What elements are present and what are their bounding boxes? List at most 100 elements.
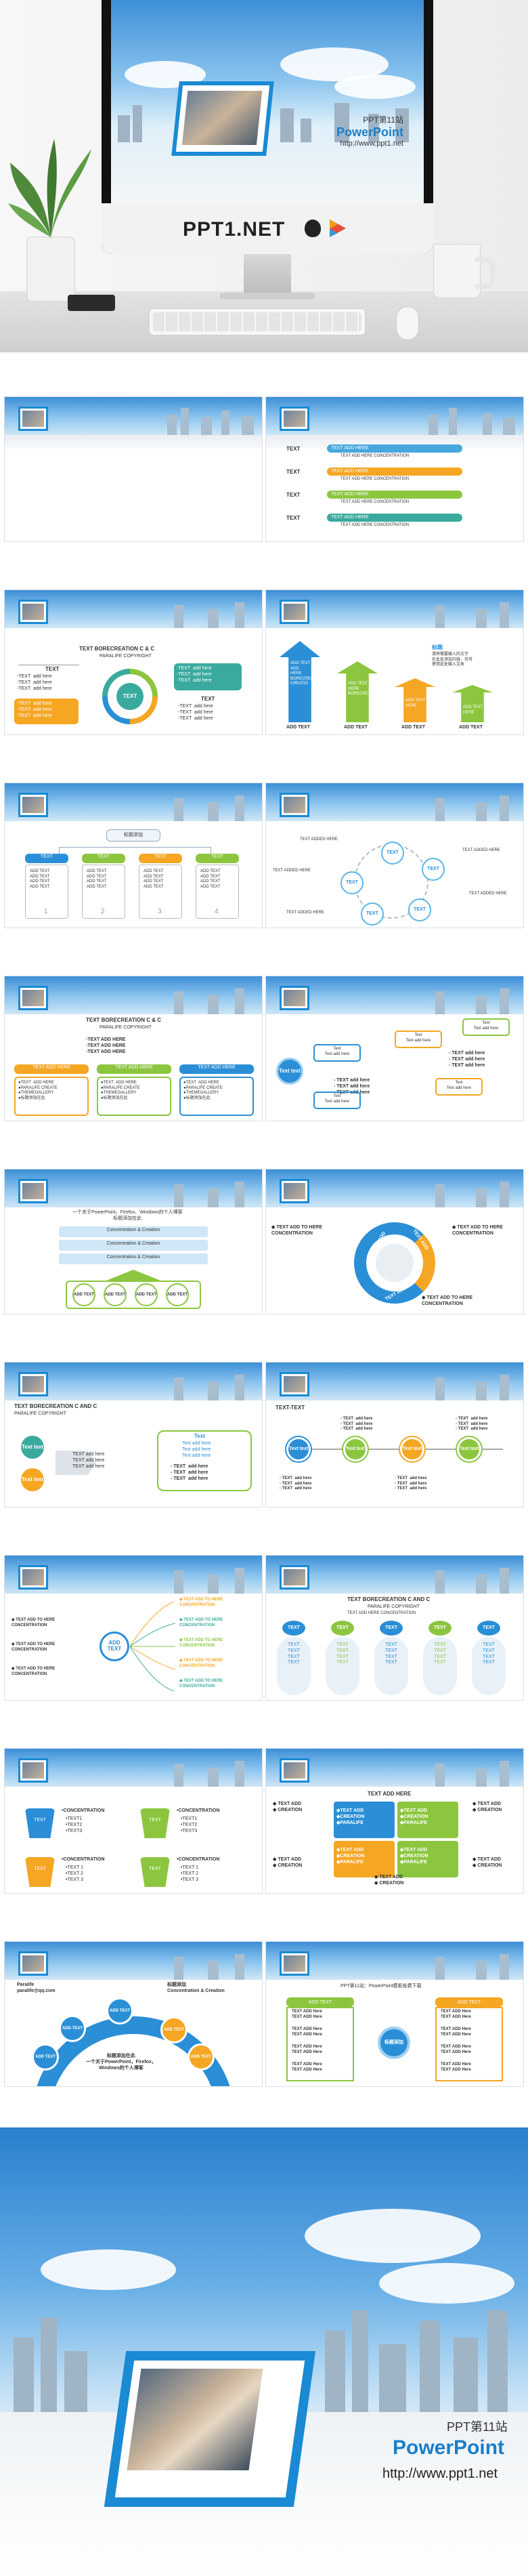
slide-14[interactable]: TEXT BORECREATION C AND C PARALIFE COPYR… (265, 1555, 524, 1701)
slide5-col-items: ADD TEXT ADD TEXT ADD TEXT ADD TEXT (82, 865, 125, 919)
slide-17[interactable]: Paralife paralife@qq.com 标题添加 Concentrat… (4, 1941, 263, 2087)
slide3-center: TEXT (116, 683, 144, 710)
slide14-col-head: TEXT (380, 1621, 403, 1636)
slide11-box-title: Text (194, 1433, 205, 1439)
slide-10[interactable]: TEXT ADD TEXT ADD TEXT ADD ◆ TEXT ADD TO… (265, 1169, 524, 1314)
slide18-right-row: TEXT ADD Here TEXT ADD Here (441, 2045, 471, 2054)
slide12-title: TEXT-TEXT (276, 1405, 305, 1411)
slide15-label: •CONCENTRATION (62, 1857, 105, 1862)
slide14-col-text: TEXT TEXT TEXT TEXT (423, 1637, 457, 1695)
slide15-label: •CONCENTRATION (177, 1857, 220, 1862)
slide14-col-text: TEXT TEXT TEXT TEXT (277, 1637, 311, 1695)
slide6-label: TEXT ADDED HERE (462, 848, 500, 852)
slide10-bottom: ◆ TEXT ADD TO HERE CONCENTRATION (422, 1295, 473, 1306)
slide15-cup: TEXT (25, 1857, 55, 1887)
slide7-col-lines: ●TEXT ADD HERE ●PARALIFE CREATE ●THEMEGA… (14, 1077, 89, 1116)
slide12-lines-bot-2: - TEXT add here - TEXT add here - TEXT a… (395, 1476, 427, 1491)
slide-18[interactable]: PPT第11站：PowerPoint模板免费下载 ADD TEXT ADD TE… (265, 1941, 524, 2087)
slide2-row-pill: TEXT ADD HERE (327, 514, 462, 522)
slide17-node: ADD TEXT (59, 2015, 86, 2042)
slide6-node: TEXT (361, 902, 384, 926)
slide-5[interactable]: 标题添加 TEXT ADD TEXT ADD TEXT ADD TEXT ADD … (4, 783, 263, 928)
photo-card (171, 81, 274, 156)
slide5-col-items: ADD TEXT ADD TEXT ADD TEXT ADD TEXT (196, 865, 239, 919)
finale-slide (0, 2127, 528, 2576)
slide5-col-head: TEXT (196, 854, 239, 863)
slide9-circle: ADD TEXT (135, 1283, 158, 1306)
slide17-node: ADD TEXT (188, 2043, 215, 2071)
slide7-col-head: TEXT ADD HERE (14, 1064, 89, 1074)
slide3-subtitle: PARALIFE COPYRIGHT (100, 654, 152, 659)
slide17-center: 标题添加在此 一个关于PowerPoint，Firefox， Windows的个… (86, 2054, 156, 2071)
slide16-cell: ◆TEXT ADD ◆CREATION ◆PARALIFE (334, 1841, 395, 1877)
slide-13[interactable]: ADD TEXT ◆ TEXT ADD TO HERE CONCENTRATIO… (4, 1555, 263, 1701)
slide8-box: Text Text add here (435, 1078, 483, 1096)
slide15-label: •CONCENTRATION (62, 1808, 105, 1813)
slide13-left-item: ◆ TEXT ADD TO HERE CONCENTRATION (12, 1642, 56, 1652)
slide13-right-item: ◆ TEXT ADD TO HERE CONCENTRATION (179, 1679, 223, 1688)
slide2-row-pill: TEXT ADD HERE (327, 491, 462, 499)
slide8-box: Text Text add here (313, 1044, 361, 1062)
monitor: PPT第11站 PowerPoint http://www.ppt1.net P… (102, 0, 433, 299)
slide13-center: ADD TEXT (100, 1632, 129, 1661)
slide17-node: ADD TEXT (106, 1997, 133, 2024)
slide14-subtitle: PARALIFE COPYRIGHT (368, 1604, 420, 1609)
slide8-box: Text Text add here (395, 1031, 442, 1048)
slide12-lines-top-2: - TEXT add here - TEXT add here - TEXT a… (456, 1417, 488, 1431)
slide6-label: TEXT ADDED HERE (273, 869, 311, 873)
slide18-left-row: TEXT ADD Here TEXT ADD Here (292, 2062, 322, 2072)
slide14-col-head: TEXT (428, 1621, 452, 1636)
slide-3[interactable]: TEXT BORECREATION C & C PARALIFE COPYRIG… (4, 589, 263, 735)
slide6-label: TEXT ADDED HERE (469, 892, 507, 896)
slide-4[interactable]: 标题 请将需要输入的文字 在此处添加内容，也可 使用此处输入文本 ADD TEX… (265, 589, 524, 735)
slide11-list: - TEXT add here - TEXT add here - TEXT a… (171, 1464, 208, 1481)
slide8-box: Text Text add here (462, 1018, 510, 1036)
slide-1[interactable] (4, 396, 263, 542)
slide7-col-lines: ●TEXT ADD HERE ●PARALIFE CREATE ●THEMEGA… (97, 1077, 171, 1116)
slide16-side-3: ◆ TEXT ADD ◆ CREATION (273, 1857, 303, 1868)
slide15-cup: TEXT (25, 1808, 55, 1838)
slide5-col-items: ADD TEXT ADD TEXT ADD TEXT ADD TEXT (139, 865, 182, 919)
slide5-root: 标题添加 (106, 829, 160, 842)
slide18-header: PPT第11站：PowerPoint模板免费下载 (340, 1984, 422, 1989)
slide13-right-item: ◆ TEXT ADD TO HERE CONCENTRATION (179, 1659, 223, 1668)
slide7-col-head: TEXT ADD HERE (97, 1064, 171, 1074)
slide9-layer: Concentration & Creation (59, 1226, 208, 1237)
slide9-layer: Concentration & Creation (59, 1253, 208, 1264)
slide2-row-pill: TEXT ADD HERE (327, 468, 462, 476)
slide-8[interactable]: Text text - TEXT add here - TEXT add her… (265, 976, 524, 1121)
slide7-top-lines: -TEXT ADD HERE -TEXT ADD HERE -TEXT ADD … (86, 1037, 126, 1054)
screen-label: PPT第11站 PowerPoint http://www.ppt1.net (336, 114, 403, 148)
slide16-side-1: ◆ TEXT ADD ◆ CREATION (273, 1802, 303, 1812)
slide15-lines: •TEXT1 •TEXT2 •TEXT3 (66, 1816, 83, 1833)
slide-7[interactable]: TEXT BORECREATION C & C PARALIFE COPYRIG… (4, 976, 263, 1121)
slide6-label: TEXT ADDED HERE (286, 911, 324, 915)
slide9-caption: 一个关于PowerPoint、Firefox、Windows的个人博客 标题添加… (72, 1210, 183, 1221)
slide14-col-text: TEXT TEXT TEXT TEXT (326, 1637, 359, 1695)
mouse (396, 306, 419, 340)
slide11-subtitle: PARALIFE COPYRIGHT (14, 1411, 66, 1416)
slide15-lines: •TEXT 1 •TEXT 2 •TEXT 3 (66, 1865, 84, 1882)
slide5-col-num: 4 (215, 908, 219, 915)
slide18-right-row: TEXT ADD Here TEXT ADD Here (441, 2010, 471, 2019)
brand-name: PPT1.NET (183, 218, 286, 241)
slide13-left-item: ◆ TEXT ADD TO HERE CONCENTRATION (12, 1618, 56, 1627)
slide-9[interactable]: 一个关于PowerPoint、Firefox、Windows的个人博客 标题添加… (4, 1169, 263, 1314)
slide16-cell: ◆TEXT ADD ◆CREATION ◆PARALIFE (397, 1841, 458, 1877)
slide-banner (266, 397, 523, 435)
mug (433, 244, 495, 298)
finale-line3: http://www.ppt1.net (382, 2466, 498, 2481)
finale-photo-card (104, 2351, 316, 2507)
slide-11[interactable]: TEXT BORECREATION C AND C PARALIFE COPYR… (4, 1362, 263, 1508)
apple-logo-icon (305, 220, 321, 237)
slide7-subtitle: PARALIFE COPYRIGHT (100, 1025, 152, 1030)
slide4-note: 请将需要输入的文字 在此处添加内容，也可 使用此处输入文本 (432, 652, 473, 667)
phone-icon (68, 295, 115, 311)
slide11-mid-lines: TEXT add here TEXT add here TEXT add her… (72, 1452, 105, 1469)
slide-16[interactable]: TEXT ADD HERE ◆TEXT ADD ◆CREATION ◆PARAL… (265, 1748, 524, 1894)
slide5-col-items: ADD TEXT ADD TEXT ADD TEXT ADD TEXT (25, 865, 68, 919)
